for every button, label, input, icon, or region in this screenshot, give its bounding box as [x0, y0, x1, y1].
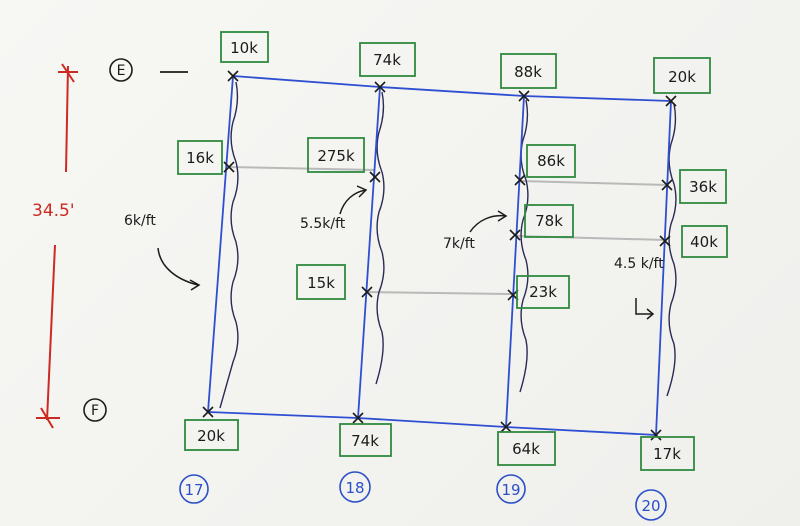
guide-lines [227, 166, 669, 295]
distributed-load-18: 5.5k/ft [300, 185, 368, 232]
svg-text:78k: 78k [535, 212, 563, 230]
beam-top-19-20 [523, 95, 672, 102]
distributed-load-20: 4.5 k/ft [614, 256, 664, 320]
beam-bottom-18-19 [357, 417, 507, 428]
svg-text:40k: 40k [690, 233, 718, 251]
svg-text:6k/ft: 6k/ft [124, 213, 156, 229]
row-label-bottom: F [91, 403, 99, 419]
dimension-34-5: 34.5' [32, 63, 78, 429]
svg-text:19: 19 [501, 481, 520, 499]
svg-text:20k: 20k [197, 427, 225, 445]
girder-col-17 [207, 75, 234, 413]
svg-text:36k: 36k [689, 178, 717, 196]
load-box-interior-8: 40k [681, 225, 728, 258]
beam-top-18-19 [379, 86, 525, 97]
row-label-f: F [83, 398, 107, 422]
svg-text:20k: 20k [668, 68, 696, 86]
girder-col-18 [357, 86, 381, 419]
load-box-interior-6: 23k [516, 275, 570, 309]
svg-text:4.5 k/ft: 4.5 k/ft [614, 256, 664, 272]
svg-text:7k/ft: 7k/ft [443, 236, 475, 252]
svg-text:15k: 15k [307, 274, 335, 292]
load-box-interior-2: 275k [307, 137, 365, 173]
load-box-interior-7: 36k [679, 169, 727, 204]
beam-top-17-18 [232, 75, 381, 88]
girder-col-19 [505, 95, 525, 428]
svg-text:64k: 64k [512, 440, 540, 458]
beam-bottom-19-20 [505, 426, 657, 436]
svg-text:20: 20 [641, 497, 660, 515]
load-box-bottom-4: 17k [640, 436, 695, 471]
load-box-top-1: 10k [220, 31, 269, 63]
distributed-load-17: 6k/ft [124, 213, 201, 291]
svg-text:74k: 74k [373, 51, 401, 69]
svg-text:86k: 86k [537, 152, 565, 170]
svg-text:88k: 88k [514, 63, 542, 81]
grid-bubble-19: 19 [496, 474, 526, 504]
distributed-load-19: 7k/ft [443, 210, 508, 252]
svg-text:275k: 275k [317, 147, 355, 165]
svg-text:18: 18 [345, 479, 364, 497]
svg-text:74k: 74k [351, 432, 379, 450]
distributed-load-lines [219, 81, 677, 409]
load-box-bottom-1: 20k [184, 419, 239, 451]
svg-text:10k: 10k [230, 39, 258, 57]
svg-text:16k: 16k [186, 149, 214, 167]
row-label-e: E [109, 58, 188, 82]
svg-text:5.5k/ft: 5.5k/ft [300, 216, 346, 232]
load-box-interior-1: 16k [177, 140, 223, 175]
load-box-top-3: 88k [500, 53, 557, 89]
svg-text:17k: 17k [653, 445, 681, 463]
node-markers [202, 70, 677, 441]
svg-text:17: 17 [184, 481, 203, 499]
framing-members [207, 75, 672, 436]
beam-bottom-17-18 [207, 411, 359, 419]
load-box-top-2: 74k [359, 42, 416, 77]
grid-bubble-17: 17 [179, 474, 209, 504]
load-box-top-4: 20k [653, 57, 711, 94]
grid-bubble-20: 20 [635, 489, 667, 521]
load-box-interior-5: 78k [524, 204, 574, 238]
load-box-interior-3: 15k [296, 264, 346, 300]
dimension-label: 34.5' [32, 201, 75, 221]
load-box-bottom-3: 64k [497, 431, 556, 466]
load-box-bottom-2: 74k [339, 423, 392, 457]
row-label-top: E [117, 63, 126, 79]
load-box-interior-4: 86k [526, 144, 576, 178]
grid-bubble-18: 18 [339, 471, 371, 503]
girder-col-20 [655, 100, 672, 436]
svg-text:23k: 23k [529, 283, 557, 301]
